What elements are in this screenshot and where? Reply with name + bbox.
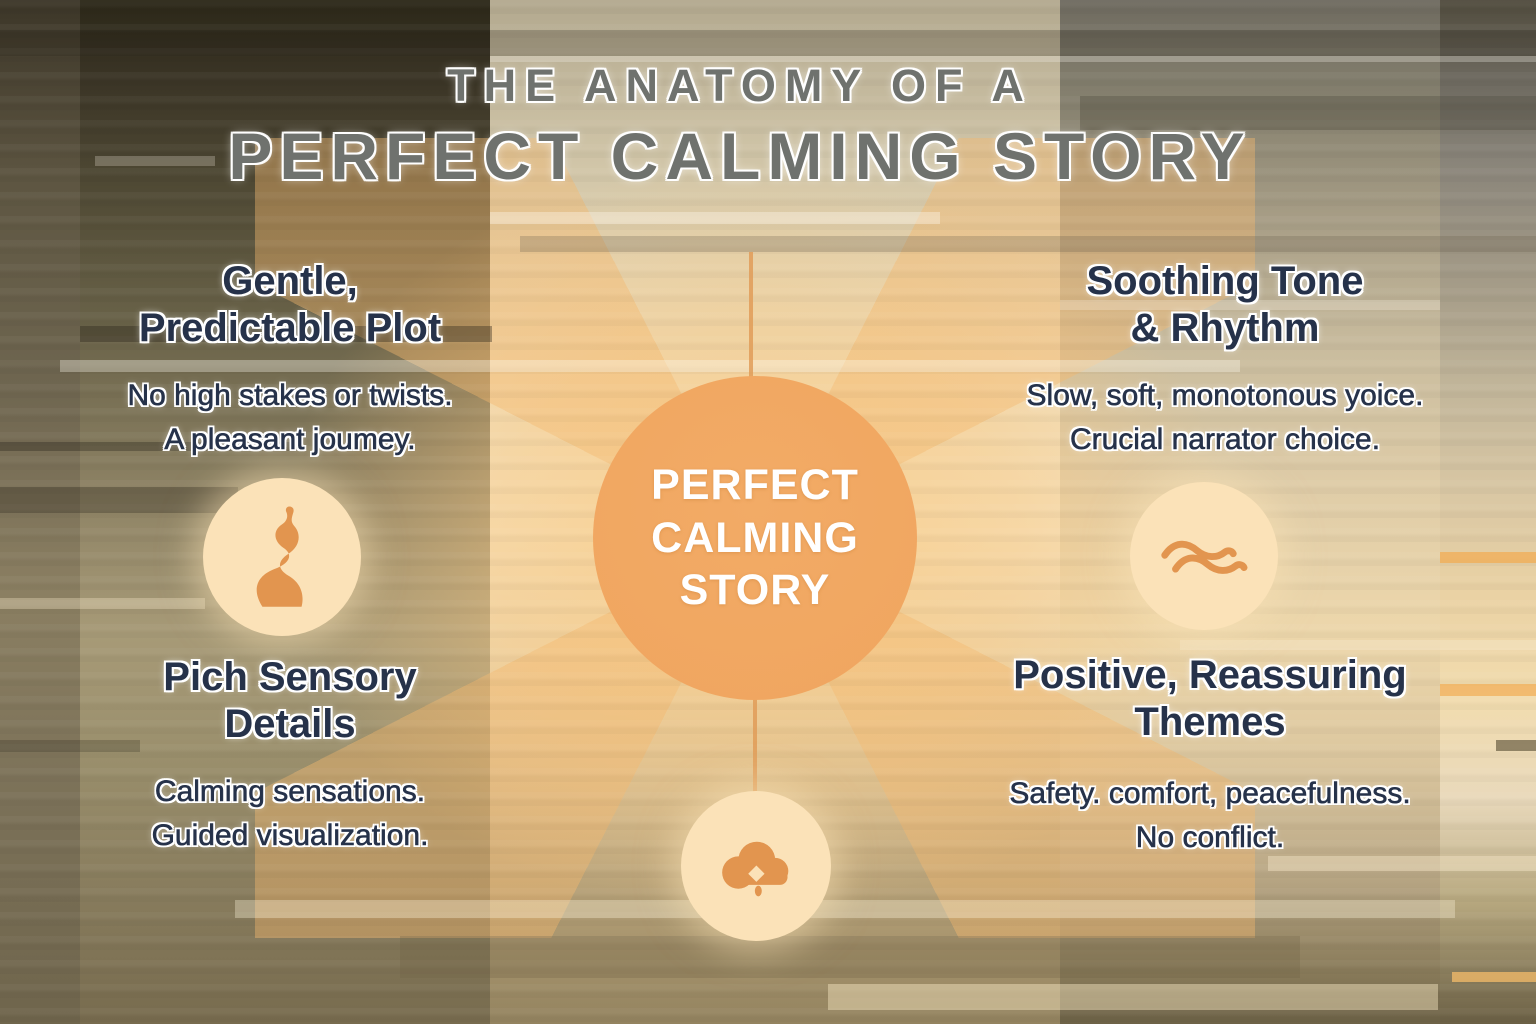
- hub-line: PERFECT: [651, 461, 859, 510]
- bg-streak: [490, 212, 940, 224]
- bg-streak: [490, 56, 1536, 62]
- section-sensory-details-body: Calming sensations. Guided visualization…: [151, 775, 429, 852]
- section-gentle-plot-heading: Gentle, Predictable Plot: [138, 259, 442, 351]
- winding-path-icon: [240, 504, 324, 610]
- section-sensory-details-heading: Pich Sensory Details: [163, 655, 417, 747]
- title-main: PERFECT CALMING STORY: [228, 119, 1252, 193]
- bg-streak: [1440, 684, 1536, 696]
- bg-column-left-edge: [0, 0, 80, 1024]
- section-positive-themes-heading: Positive, Reassuring Themes: [1013, 653, 1407, 745]
- page-title: THE ANATOMY OF A PERFECT CALMING STORY: [0, 60, 1480, 194]
- section-gentle-plot-body: No high stakes or twists. A pleasant jou…: [127, 379, 453, 456]
- waves-icon: [1154, 529, 1254, 583]
- section-soothing-tone-body: Slow, soft, monotonous yoice. Crucial na…: [1026, 379, 1424, 456]
- cloud-icon: [706, 829, 806, 903]
- bg-streak: [520, 236, 1536, 252]
- winding-path-badge: [203, 478, 361, 636]
- section-soothing-tone-heading: Soothing Tone & Rhythm: [1086, 259, 1364, 351]
- bg-streak: [95, 156, 215, 166]
- cloud-badge: [681, 791, 831, 941]
- section-positive-themes-body: Safety. comfort, peacefulness. No confli…: [1009, 777, 1411, 854]
- connector-line-bottom: [753, 698, 757, 798]
- connector-line-top: [749, 252, 753, 384]
- title-kicker: THE ANATOMY OF A: [447, 60, 1033, 111]
- hub-line: CALMING: [651, 513, 859, 562]
- bg-streak: [60, 360, 1240, 372]
- bg-streak: [1452, 972, 1536, 982]
- bg-streak: [0, 487, 238, 513]
- waves-badge: [1130, 482, 1278, 630]
- bg-streak: [0, 740, 140, 752]
- hub-line: STORY: [679, 566, 831, 615]
- bg-streak: [1496, 740, 1536, 751]
- bg-streak: [1180, 640, 1536, 650]
- bg-streak: [828, 984, 1438, 1010]
- bg-streak: [0, 30, 1536, 56]
- bg-streak: [1080, 96, 1536, 130]
- bg-streak: [0, 598, 205, 609]
- bg-streak: [1060, 300, 1440, 310]
- bg-streak: [235, 900, 1455, 918]
- bg-streak: [80, 326, 492, 342]
- bg-streak: [0, 442, 300, 451]
- bg-streak: [1268, 856, 1536, 871]
- bg-streak: [400, 936, 1300, 978]
- central-hub-circle: PERFECT CALMING STORY: [593, 376, 917, 700]
- bg-streak: [1440, 552, 1536, 563]
- bg-column-right-edge: [1440, 0, 1536, 1024]
